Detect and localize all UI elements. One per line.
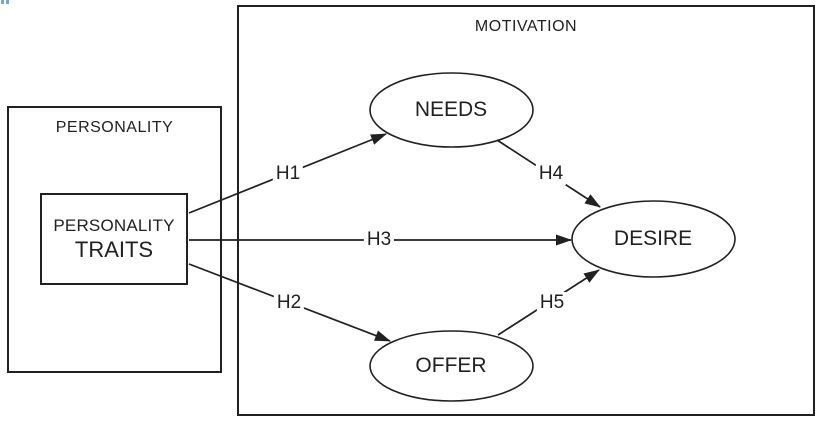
node-personality-traits: PERSONALITY TRAITS <box>40 193 188 285</box>
traits-label-line1: PERSONALITY <box>53 216 175 235</box>
traits-label-line2: TRAITS <box>74 237 154 262</box>
node-desire-ellipse <box>571 200 736 278</box>
node-offer-ellipse <box>369 330 534 402</box>
edge-h3-label: H3 <box>363 229 395 251</box>
edge-h4-label: H4 <box>535 163 567 185</box>
node-needs-label: NEEDS <box>414 98 488 121</box>
edge-h2-label: H2 <box>273 292 305 314</box>
node-desire-label: DESIRE <box>613 227 693 250</box>
motivation-group-box: MOTIVATION <box>237 5 815 416</box>
crop-artifact-mark <box>1 0 4 4</box>
node-needs-ellipse <box>369 72 534 148</box>
personality-group-label: PERSONALITY <box>55 119 174 136</box>
edge-h1-label: H1 <box>272 163 304 185</box>
crop-artifact-mark <box>6 0 9 4</box>
edge-h5-label: H5 <box>536 292 568 314</box>
node-offer-label: OFFER <box>415 354 487 377</box>
motivation-group-label: MOTIVATION <box>474 18 578 35</box>
